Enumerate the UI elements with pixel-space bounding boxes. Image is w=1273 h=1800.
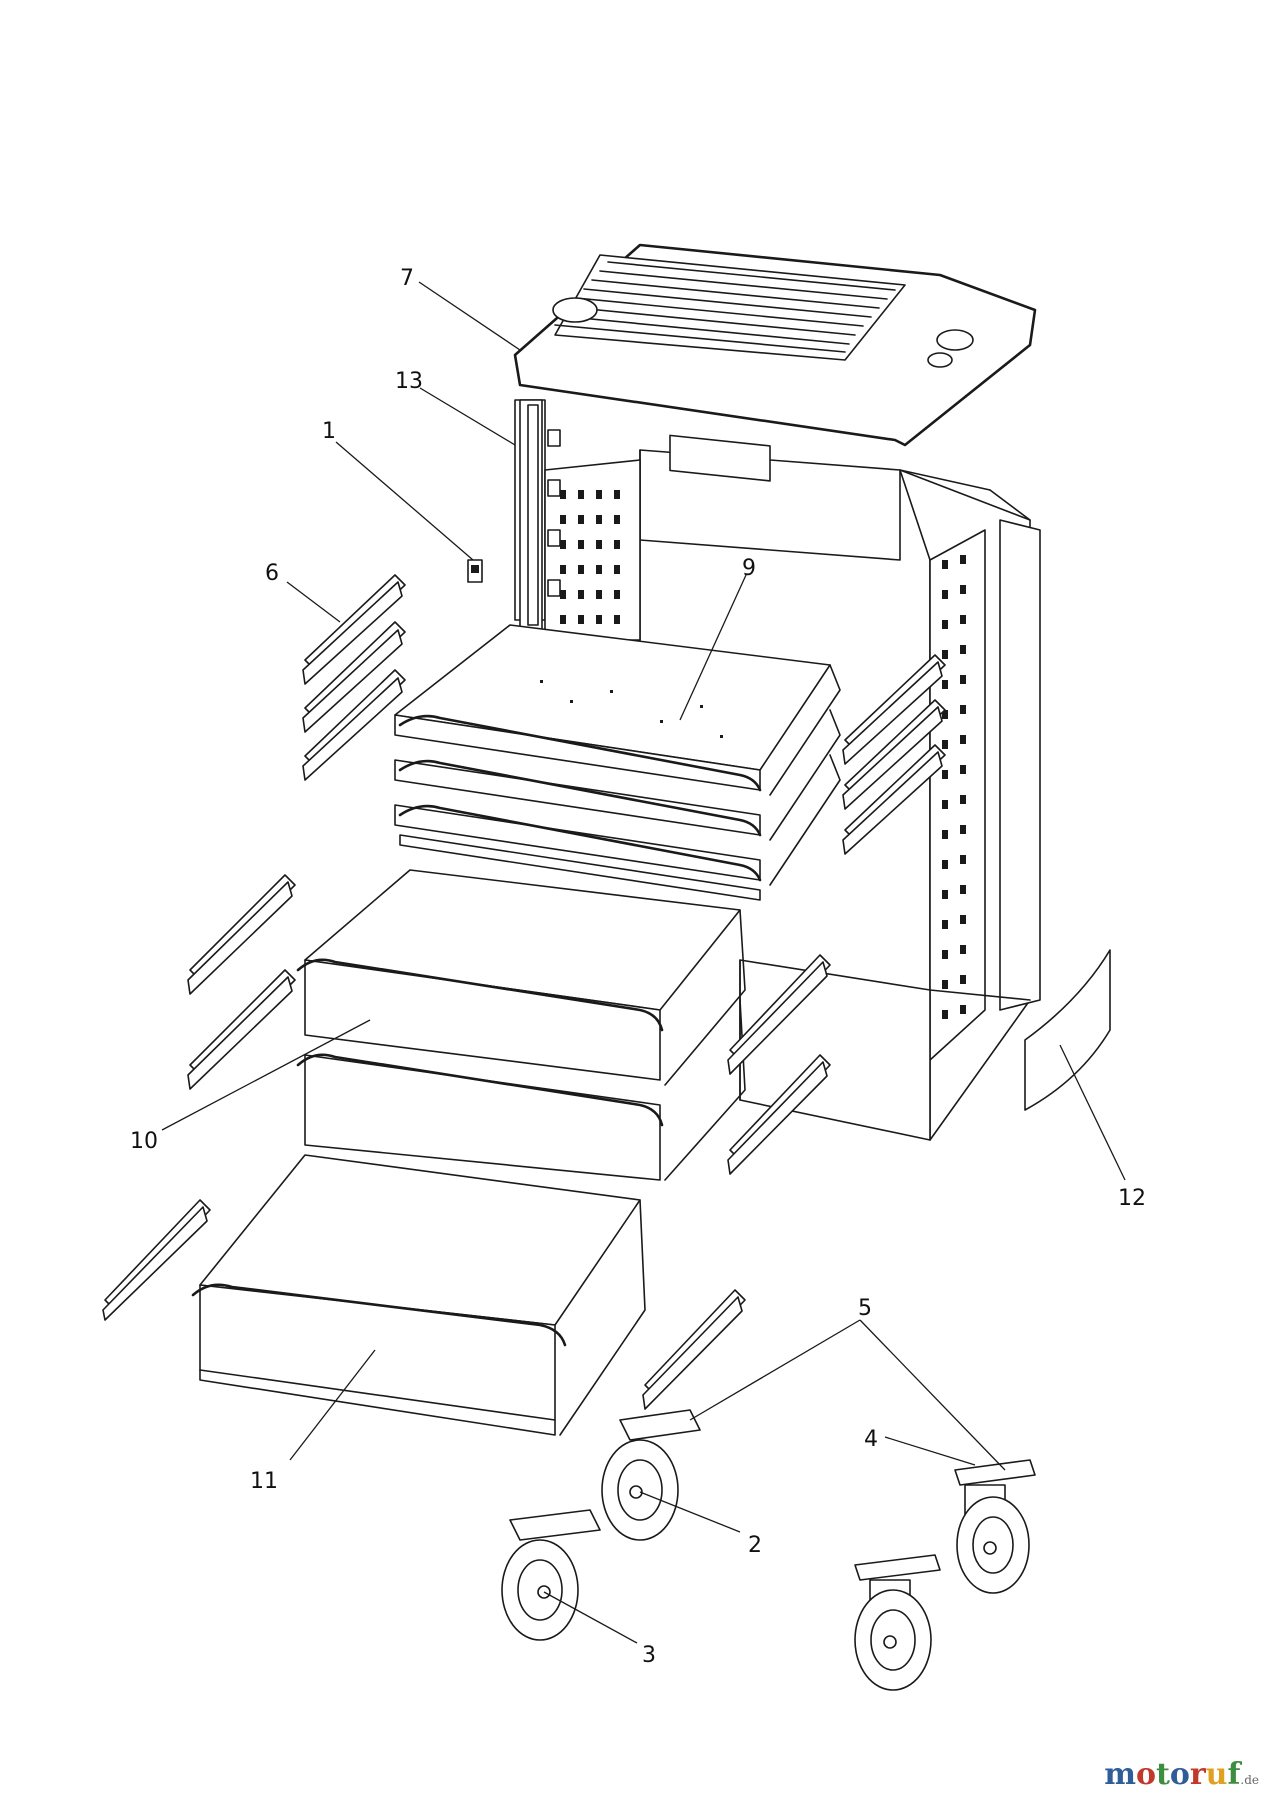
part-label-2: 2: [748, 1533, 762, 1558]
castor-part-4: [954, 1459, 1036, 1594]
slide-rails-left-middle: [187, 874, 296, 1090]
lock-part-1: [467, 559, 483, 583]
part-label-11: 11: [250, 1469, 278, 1494]
brand-letter-o1: o: [1135, 1757, 1156, 1792]
leader-lines: [161, 281, 1126, 1644]
brand-letter-f: f: [1227, 1757, 1241, 1792]
castor-part-2: [601, 1409, 701, 1541]
brand-letter-m: m: [1104, 1757, 1136, 1792]
upright-rail-part-13: [519, 399, 561, 631]
part-label-1: 1: [322, 419, 336, 444]
part-label-10: 10: [130, 1129, 158, 1154]
part-label-9: 9: [742, 556, 756, 581]
middle-drawers-part-10: [296, 869, 746, 1181]
brand-letter-u: u: [1205, 1757, 1228, 1792]
brand-letter-r: r: [1189, 1757, 1206, 1792]
drawer-stack-part-9: [394, 624, 841, 901]
side-cover-part-12: [1024, 949, 1111, 1111]
slide-rails-bottom: [102, 1199, 746, 1410]
brand-letter-t: t: [1155, 1757, 1170, 1792]
part-label-6: 6: [265, 561, 279, 586]
castor-part-3: [501, 1509, 601, 1641]
slide-rails-part-6: [302, 574, 406, 781]
castor-fixed-lower: [854, 1554, 941, 1691]
brand-suffix: .de: [1240, 1773, 1259, 1787]
brand-watermark: motoruf.de: [1104, 1757, 1259, 1792]
bottom-drawer-part-11: [191, 1154, 646, 1436]
brand-letter-o2: o: [1169, 1757, 1190, 1792]
part-label-7: 7: [400, 266, 414, 291]
part-label-12: 12: [1118, 1186, 1146, 1211]
part-label-3: 3: [642, 1643, 656, 1668]
part-label-13: 13: [395, 369, 423, 394]
slide-rails-right-upper: [842, 654, 946, 855]
part-label-5: 5: [858, 1296, 872, 1321]
part-number-labels: 7 13 1 6 9 10 11 12 5 4 2 3: [130, 266, 1146, 1668]
top-tray-part-7: [513, 243, 1037, 482]
part-label-4: 4: [864, 1427, 878, 1452]
slide-rails-right-middle: [727, 954, 831, 1175]
